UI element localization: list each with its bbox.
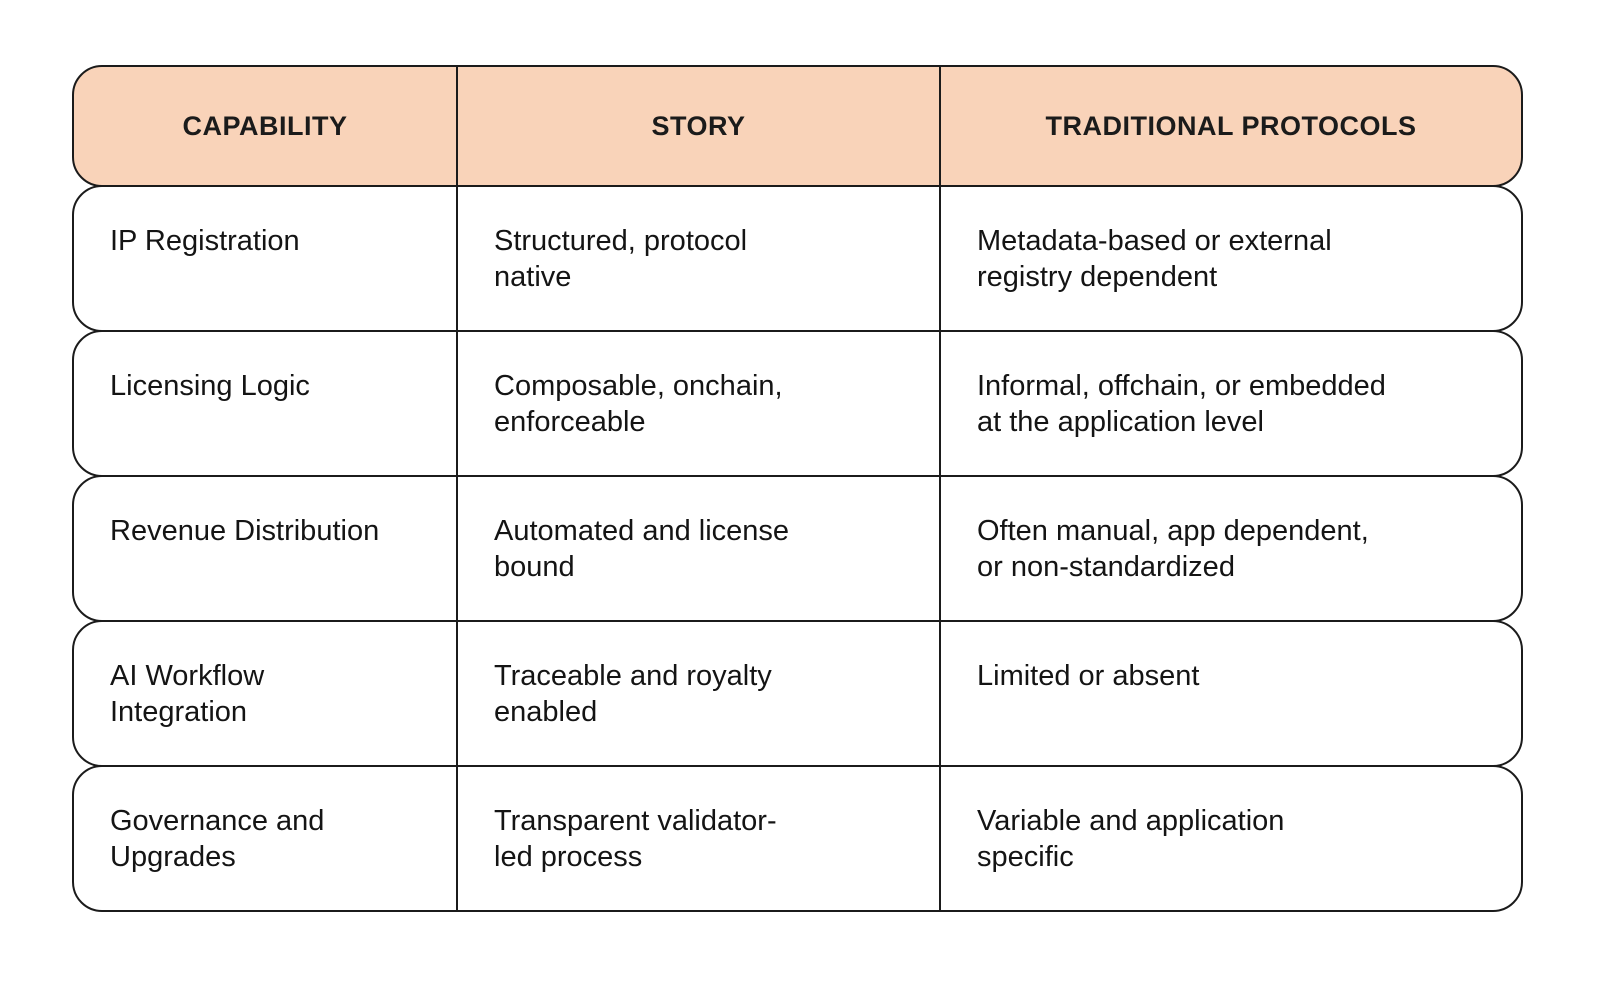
cell-story: Transparent validator- led process — [458, 767, 941, 910]
column-header-traditional-protocols: TRADITIONAL PROTOCOLS — [1045, 111, 1417, 141]
cell-capability: Licensing Logic — [74, 332, 458, 475]
cell-traditional: Limited or absent — [977, 660, 1200, 692]
cell-story: Automated and license bound — [458, 477, 941, 620]
cell-traditional: Informal, offchain, or embedded at the a… — [977, 370, 1386, 438]
column-header-story: STORY — [458, 67, 941, 185]
comparison-table: CAPABILITY STORY TRADITIONAL PROTOCOLS I… — [72, 65, 1523, 912]
cell-story: Traceable and royalty enabled — [458, 622, 941, 765]
cell-traditional: Metadata-based or external registry depe… — [977, 225, 1332, 293]
table-header-row: CAPABILITY STORY TRADITIONAL PROTOCOLS — [72, 65, 1523, 187]
cell-story: Structured, protocol native — [458, 187, 941, 330]
cell-capability: Governance and Upgrades — [74, 767, 458, 910]
cell-traditional: Variable and application specific — [977, 805, 1285, 873]
table-row: Revenue Distribution Automated and licen… — [72, 475, 1523, 622]
cell-story: Composable, onchain, enforceable — [458, 332, 941, 475]
table-row: AI Workflow Integration Traceable and ro… — [72, 620, 1523, 767]
column-header-capability: CAPABILITY — [74, 67, 458, 185]
cell-capability: Revenue Distribution — [74, 477, 458, 620]
table-row: Governance and Upgrades Transparent vali… — [72, 765, 1523, 912]
cell-capability: AI Workflow Integration — [74, 622, 458, 765]
cell-traditional: Often manual, app dependent, or non-stan… — [977, 515, 1369, 583]
table-row: IP Registration Structured, protocol nat… — [72, 185, 1523, 332]
table-row: Licensing Logic Composable, onchain, enf… — [72, 330, 1523, 477]
cell-capability: IP Registration — [74, 187, 458, 330]
